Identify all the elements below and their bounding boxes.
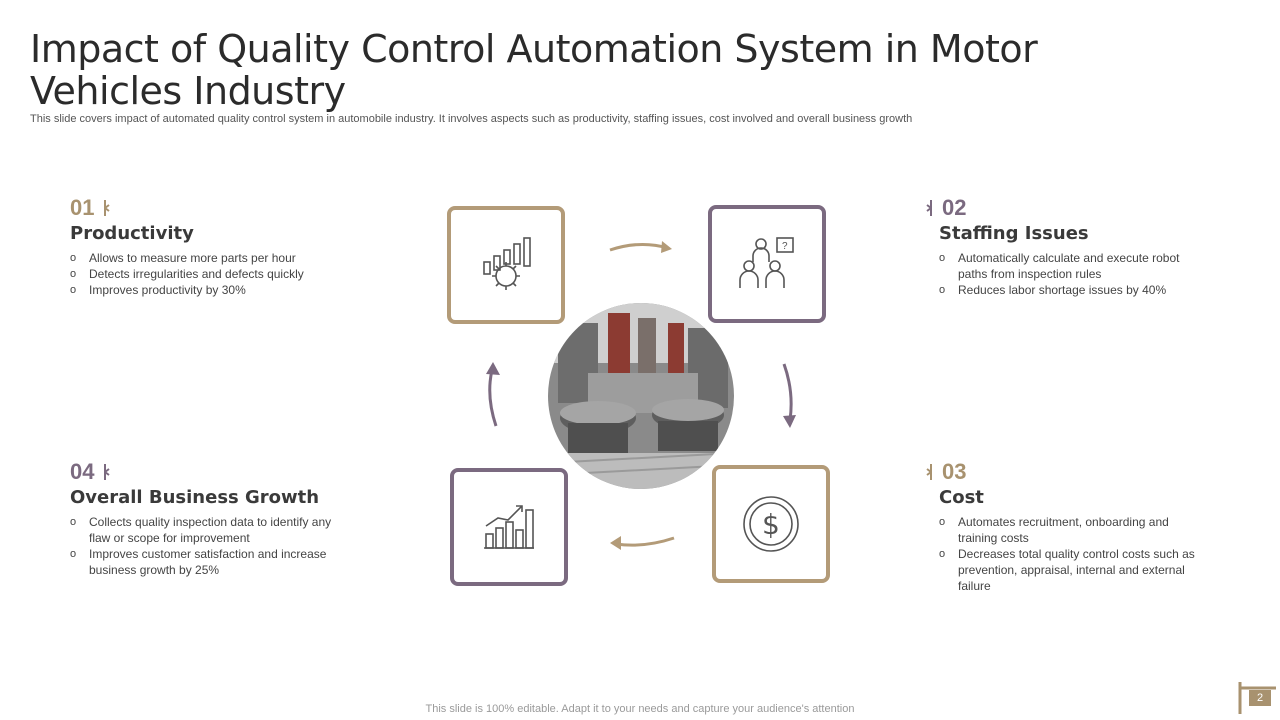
flow-arrow-top (609, 241, 672, 253)
cost-icon-box: $ (712, 465, 830, 583)
flow-arrow-right (782, 363, 796, 428)
block-business-growth: 04 Overall Business Growth Collects qual… (70, 459, 350, 578)
bullet-item: Improves productivity by 30% (70, 282, 350, 298)
block-number: 01 (70, 195, 95, 220)
bullet-list: Collects quality inspection data to iden… (70, 514, 350, 578)
page-number-frame-icon (1238, 682, 1276, 714)
bullet-item: Collects quality inspection data to iden… (70, 514, 350, 546)
block-number: 02 (942, 195, 967, 220)
productivity-icon-box (447, 206, 565, 324)
factory-machinery-photo (548, 303, 734, 489)
block-number: 03 (942, 459, 967, 484)
growth-icon-box (450, 468, 568, 586)
bullet-item: Decreases total quality control costs su… (939, 546, 1209, 594)
pointer-mark-icon (104, 200, 111, 216)
flow-arrow-left (486, 362, 500, 427)
pointer-mark-icon (104, 464, 111, 480)
dollar-coin-icon: $ (743, 496, 799, 552)
block-productivity: 01 Productivity Allows to measure more p… (70, 195, 350, 298)
bullet-item: Reduces labor shortage issues by 40% (939, 282, 1209, 298)
growth-chart-icon (484, 505, 534, 549)
bullet-list: Automatically calculate and execute robo… (939, 250, 1209, 298)
pointer-mark-icon (926, 200, 932, 216)
block-cost: 03 Cost Automates recruitment, onboardin… (924, 459, 1209, 594)
page-number: 2 (1249, 690, 1271, 706)
bullet-list: Automates recruitment, onboarding and tr… (939, 514, 1209, 594)
slide-title: Impact of Quality Control Automation Sys… (30, 27, 1038, 113)
staffing-icon-box: ? (708, 205, 826, 323)
svg-text:$: $ (762, 508, 780, 541)
pointer-mark-icon (926, 464, 932, 480)
bullet-item: Improves customer satisfaction and incre… (70, 546, 350, 578)
footer-note: This slide is 100% editable. Adapt it to… (425, 703, 855, 715)
bullet-item: Allows to measure more parts per hour (70, 250, 350, 266)
flow-arrow-bottom (610, 536, 675, 550)
bullet-list: Allows to measure more parts per hour De… (70, 250, 350, 298)
block-heading: Overall Business Growth (70, 487, 320, 508)
bullet-item: Detects irregularities and defects quick… (70, 266, 350, 282)
bullet-item: Automates recruitment, onboarding and tr… (939, 514, 1209, 546)
block-heading: Staffing Issues (939, 223, 1089, 244)
bullet-item: Automatically calculate and execute robo… (939, 250, 1209, 282)
block-heading: Productivity (70, 223, 194, 244)
slide-subtitle: This slide covers impact of automated qu… (30, 113, 913, 125)
team-question-icon: ? (739, 237, 794, 288)
svg-text:?: ? (782, 241, 788, 252)
block-number: 04 (70, 459, 95, 484)
block-staffing-issues: 02 Staffing Issues Automatically calcula… (924, 195, 1209, 298)
productivity-gear-chart-icon (483, 237, 531, 290)
block-heading: Cost (939, 487, 984, 508)
